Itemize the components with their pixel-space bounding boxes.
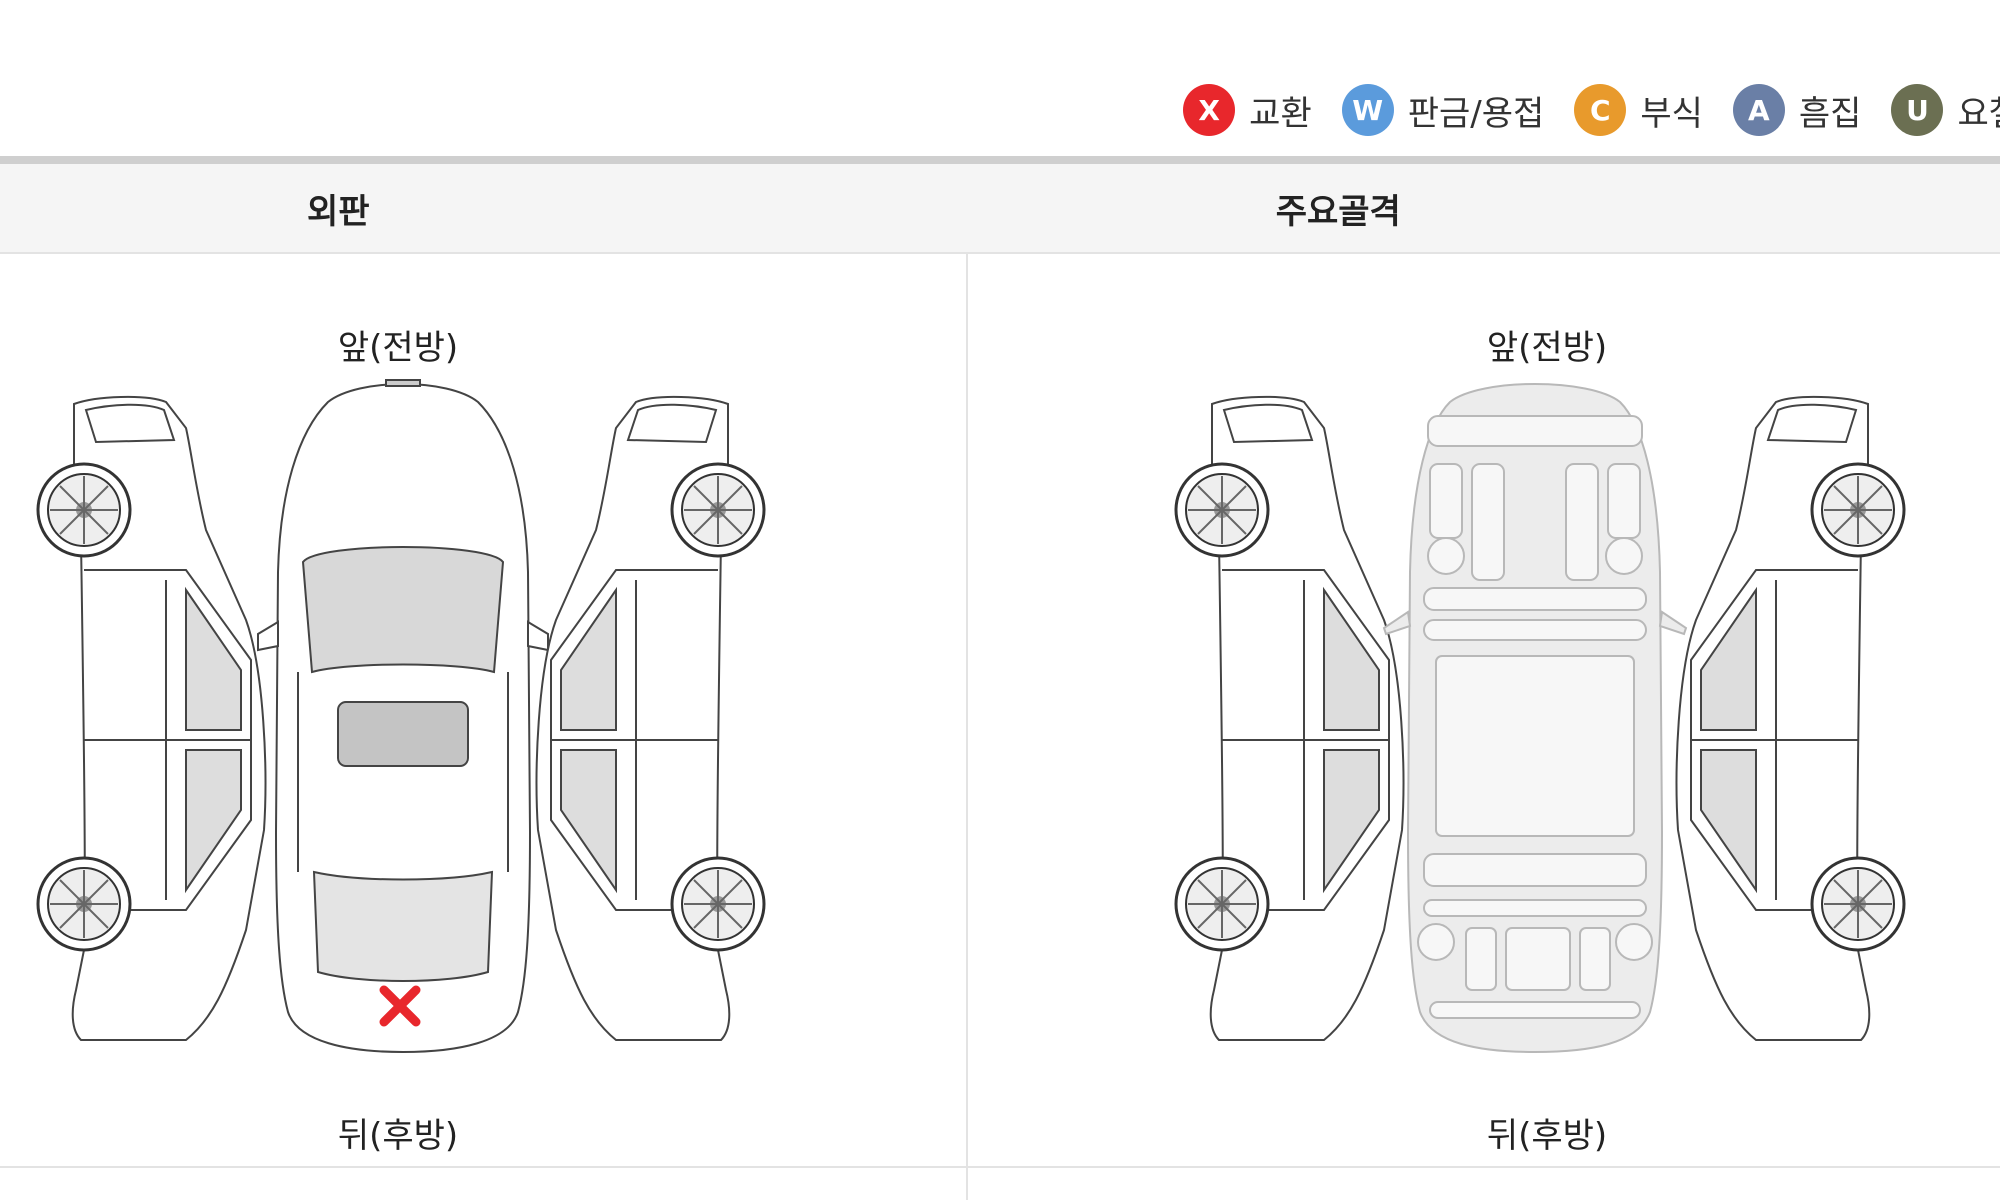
corrosion-badge-icon: C — [1574, 84, 1627, 136]
legend-item-corrosion: C 부식 — [1574, 84, 1703, 136]
dent-badge-icon: U — [1891, 84, 1944, 136]
legend-item-exchange: X 교환 — [1183, 84, 1312, 136]
legend-label: 흠집 — [1798, 93, 1862, 134]
wheel-icon — [1174, 462, 1270, 558]
frame-front-label: 앞(전방) — [1486, 328, 1608, 368]
exterior-front-label: 앞(전방) — [337, 328, 459, 368]
exchange-mark-icon — [379, 985, 421, 1027]
table-top-border — [0, 156, 2000, 164]
wheel-icon — [36, 462, 132, 558]
legend-label: 부식 — [1640, 93, 1703, 134]
exchange-badge-icon: X — [1183, 84, 1236, 136]
exterior-left-side-car — [36, 395, 267, 1041]
sheet-metal-badge-icon: W — [1341, 84, 1394, 136]
wheel-icon — [1810, 462, 1906, 558]
column-header-frame: 주요골격 — [1275, 191, 1401, 232]
frame-chassis-diagram — [1382, 383, 1688, 1054]
frame-right-side-car — [1675, 395, 1906, 1041]
wheel-icon — [670, 462, 766, 558]
column-divider — [966, 252, 968, 1200]
wheel-icon — [1810, 856, 1906, 952]
exterior-top-view-car — [257, 379, 549, 1054]
table-header: 외판 주요골격 — [0, 164, 2000, 254]
legend: X 교환 W 판금/용접 C 부식 A 흠집 U 요철 — [0, 78, 2000, 142]
wheel-icon — [36, 856, 132, 952]
legend-item-scratch: A 흠집 — [1732, 84, 1862, 136]
wheel-icon — [670, 856, 766, 952]
exterior-right-side-car — [535, 395, 766, 1041]
legend-label: 교환 — [1249, 93, 1312, 134]
column-header-exterior: 외판 — [307, 191, 370, 232]
exterior-rear-label: 뒤(후방) — [337, 1116, 459, 1156]
legend-item-sheet-metal: W 판금/용접 — [1341, 84, 1545, 136]
table-bottom-border — [0, 1166, 2000, 1168]
frame-rear-label: 뒤(후방) — [1486, 1116, 1608, 1156]
scratch-badge-icon: A — [1732, 84, 1785, 136]
frame-left-side-car — [1174, 395, 1405, 1041]
legend-label: 판금/용접 — [1407, 93, 1545, 134]
legend-item-dent: U 요철 — [1891, 84, 2000, 136]
legend-label: 요철 — [1957, 93, 2000, 134]
wheel-icon — [1174, 856, 1270, 952]
